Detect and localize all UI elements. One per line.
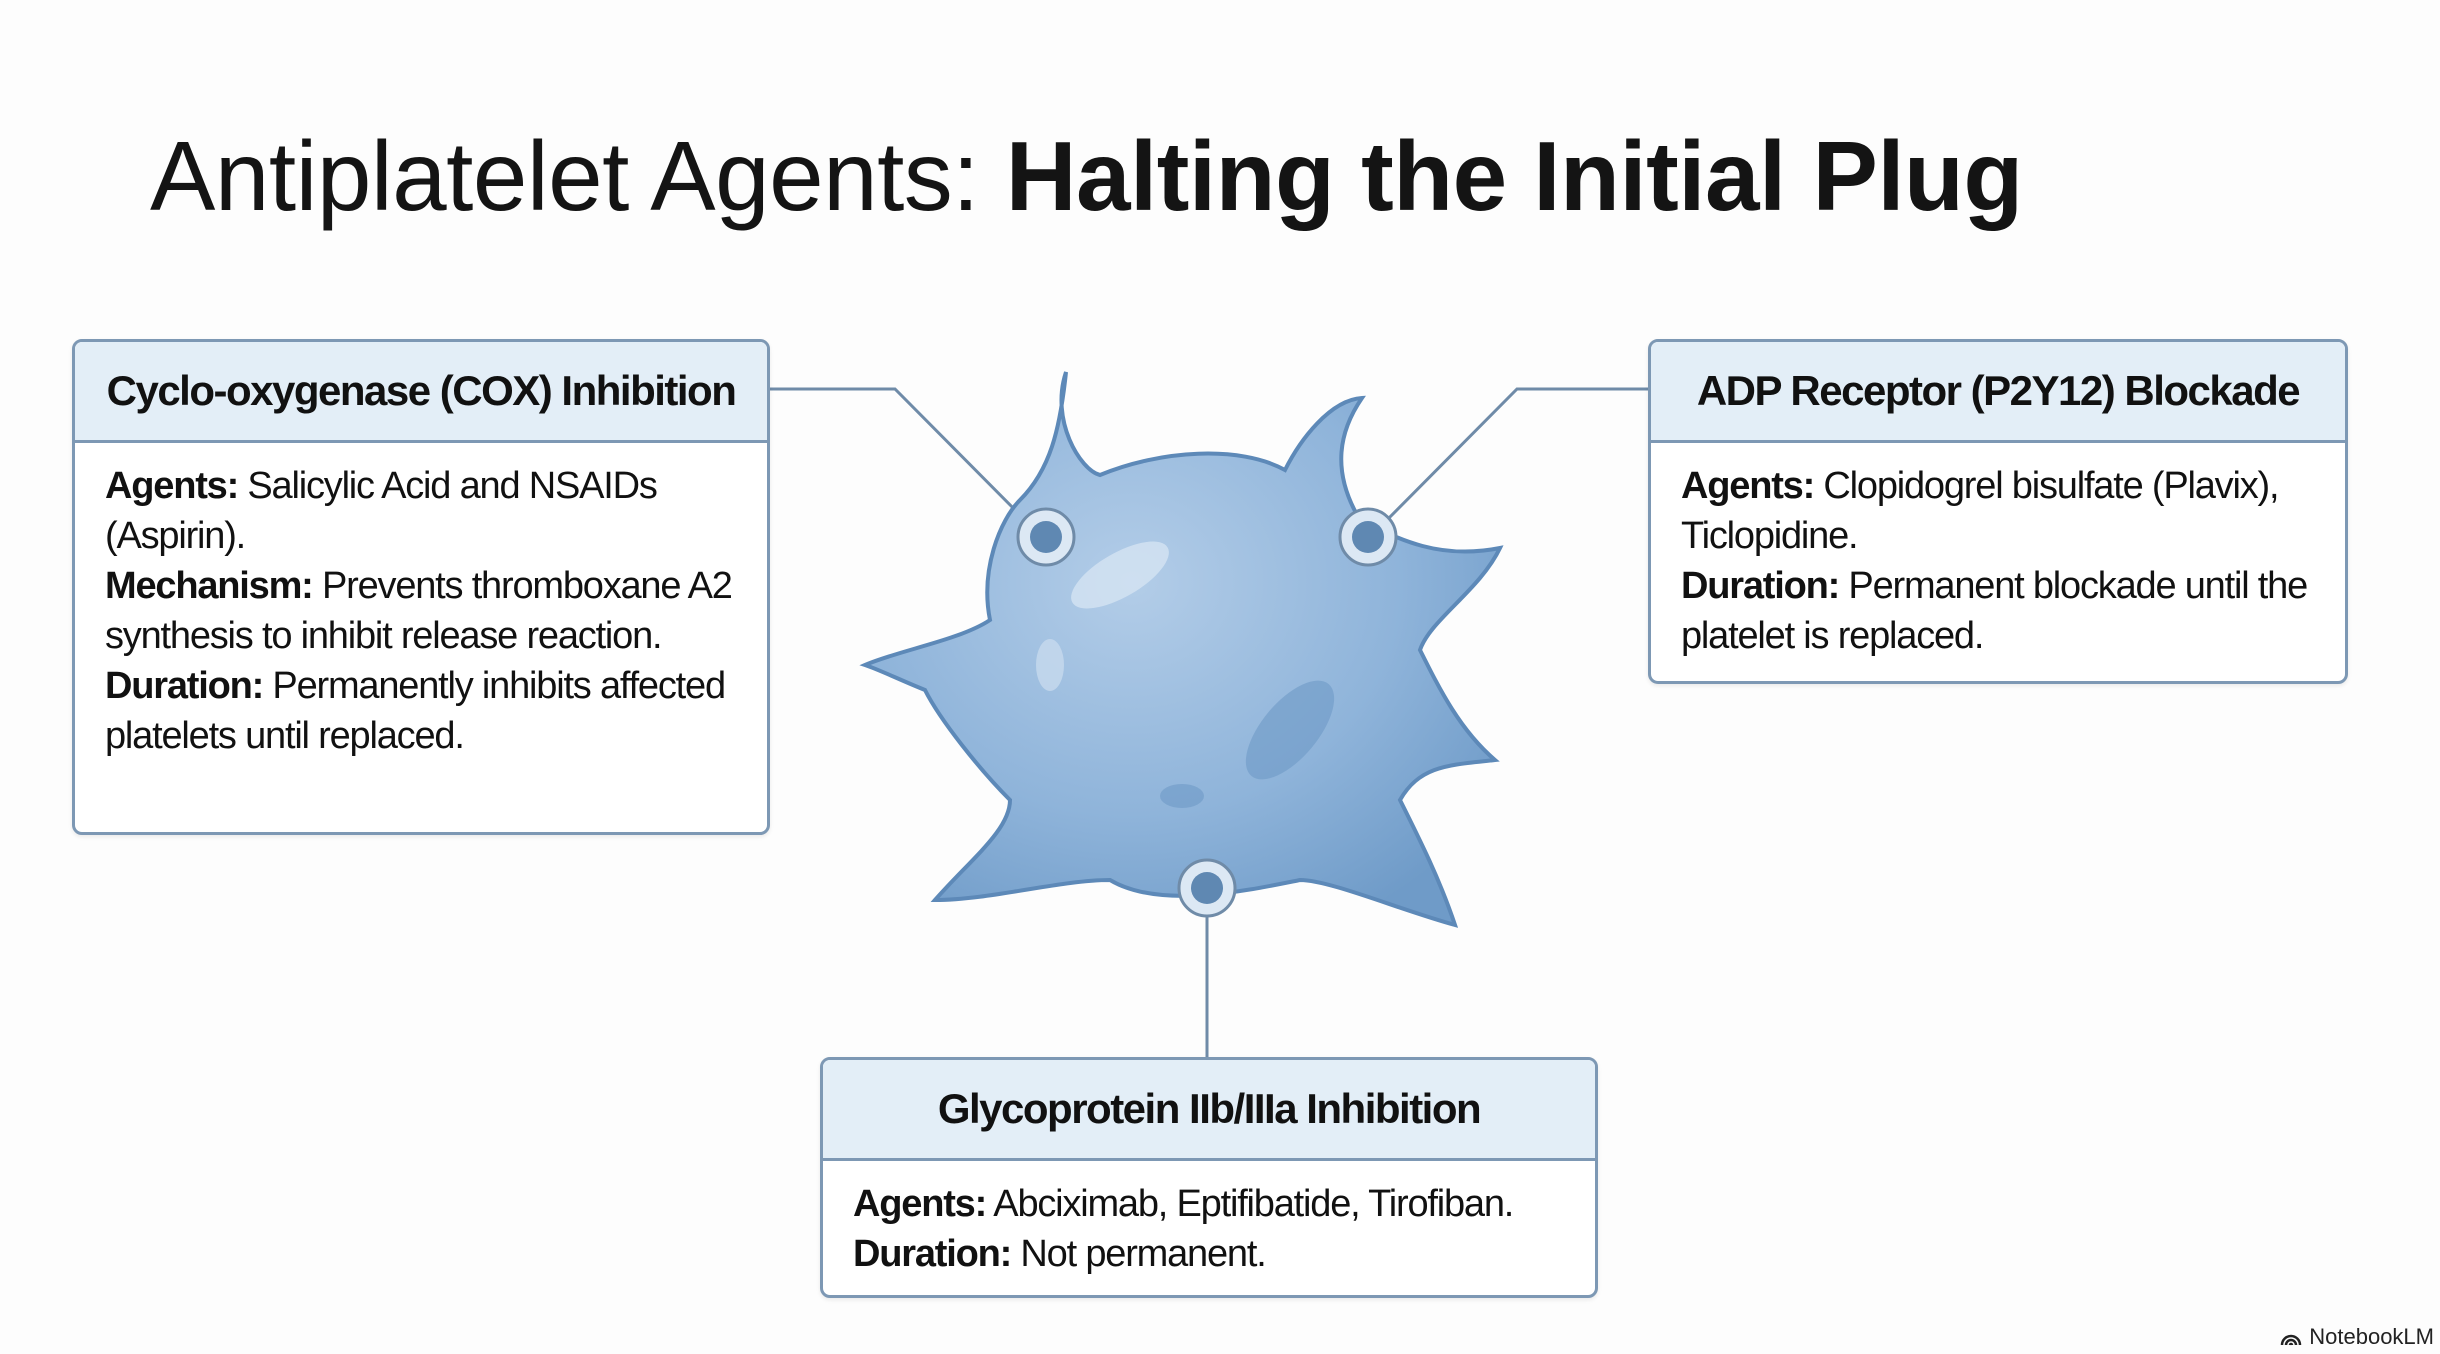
agents-text: Clopidogrel bisulfate (Plavix), Ticlopid… <box>1681 465 2280 557</box>
duration-text: Not permanent. <box>1011 1233 1266 1275</box>
receptor-markers <box>1016 507 1398 918</box>
duration-label: Duration: <box>853 1233 1012 1275</box>
connector-lines <box>767 387 1648 1057</box>
card-heading: Glycoprotein IIb/IIIa Inhibition <box>823 1060 1595 1161</box>
platelet-icon <box>859 371 1504 928</box>
platelet-highlight <box>1071 541 1169 609</box>
platelet-highlight-2 <box>1036 639 1064 691</box>
connector-cox <box>767 387 1032 527</box>
card-body: Agents: Abciximab, Eptifibatide, Tirofib… <box>823 1161 1595 1295</box>
title-part2: Halting the Initial Plug <box>1005 121 2024 231</box>
watermark-text: NotebookLM <box>2309 1324 2434 1349</box>
connector-adp <box>1380 387 1648 527</box>
platelet-granule-2 <box>1160 784 1204 808</box>
agents-label: Agents: <box>853 1183 987 1225</box>
agents-text: Abciximab, Eptifibatide, Tirofiban. <box>986 1183 1514 1225</box>
cox-inhibition-card: Cyclo-oxygenase (COX) Inhibition Agents:… <box>72 339 770 835</box>
notebooklm-logo-icon <box>2281 1334 2302 1346</box>
title-part1: Antiplatelet Agents: <box>150 121 1006 231</box>
duration-label: Duration: <box>105 665 264 707</box>
card-body: Agents: Salicylic Acid and NSAIDs (Aspir… <box>75 443 767 781</box>
agents-label: Agents: <box>1681 465 1815 507</box>
page-title: Antiplatelet Agents: Halting the Initial… <box>150 120 2023 233</box>
card-body: Agents: Clopidogrel bisulfate (Plavix), … <box>1651 443 2345 681</box>
duration-text: Permanently inhibits affected platelets … <box>105 665 726 757</box>
platelet-granule <box>1245 680 1335 780</box>
agents-text: Salicylic Acid and NSAIDs (Aspirin). <box>105 465 658 557</box>
duration-label: Duration: <box>1681 565 1840 607</box>
agents-label: Agents: <box>105 465 239 507</box>
mechanism-text: Prevents thromboxane A2 synthesis to inh… <box>105 565 733 657</box>
duration-text: Permanent blockade until the platelet is… <box>1681 565 2308 657</box>
notebooklm-watermark: NotebookLM <box>2279 1324 2434 1350</box>
gp-inhibition-card: Glycoprotein IIb/IIIa Inhibition Agents:… <box>820 1057 1598 1298</box>
adp-blockade-card: ADP Receptor (P2Y12) Blockade Agents: Cl… <box>1648 339 2348 684</box>
card-heading: ADP Receptor (P2Y12) Blockade <box>1651 342 2345 443</box>
mechanism-label: Mechanism: <box>105 565 314 607</box>
card-heading: Cyclo-oxygenase (COX) Inhibition <box>75 342 767 443</box>
